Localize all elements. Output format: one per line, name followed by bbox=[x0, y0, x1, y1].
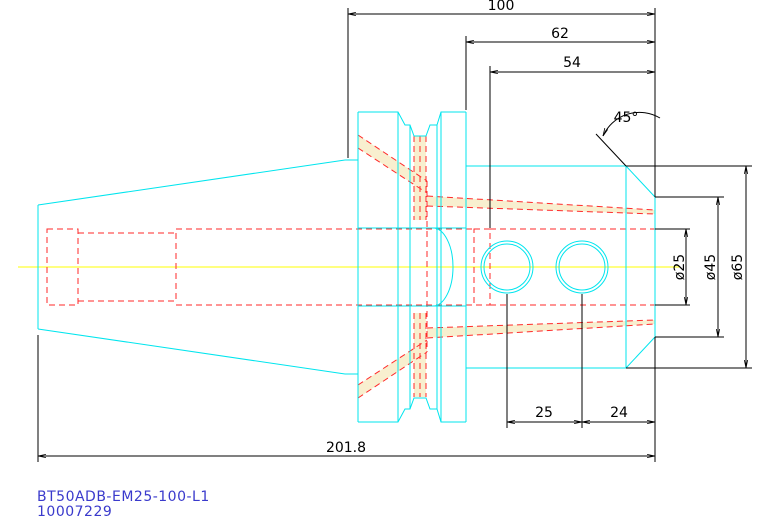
dim-54: 54 bbox=[563, 55, 581, 71]
part-number-caption: 10007229 bbox=[37, 504, 113, 520]
dim-diameter-45: ø45 bbox=[703, 254, 719, 280]
dim-diameter-65: ø65 bbox=[730, 254, 746, 280]
dimension-lines bbox=[37, 8, 752, 462]
dim-201-8: 201.8 bbox=[326, 440, 366, 456]
dim-24-offset: 24 bbox=[610, 405, 628, 421]
hidden-lines bbox=[46, 134, 656, 399]
dim-diameter-25: ø25 bbox=[672, 254, 688, 280]
dim-45-degrees: 45° bbox=[614, 110, 639, 126]
dim-25-spacing: 25 bbox=[535, 405, 553, 421]
tool-holder-outline bbox=[37, 111, 656, 423]
model-caption: BT50ADB-EM25-100-L1 bbox=[37, 489, 210, 505]
dim-100: 100 bbox=[488, 0, 515, 14]
dim-62: 62 bbox=[551, 26, 569, 42]
